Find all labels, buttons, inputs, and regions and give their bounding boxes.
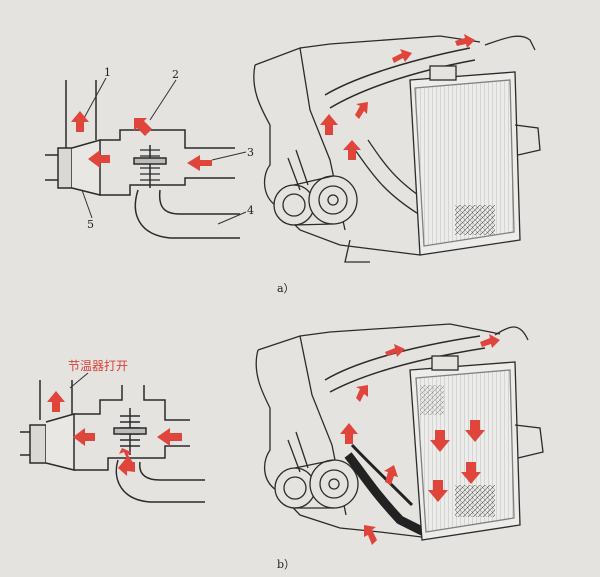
callout-2: 2 bbox=[172, 68, 179, 81]
callout-4: 4 bbox=[247, 204, 254, 217]
callout-3: 3 bbox=[247, 146, 254, 159]
flow-arrows-engine-a bbox=[320, 34, 475, 160]
engine-radiator-b bbox=[255, 323, 544, 541]
caption-b: b） bbox=[277, 558, 295, 571]
state-label-leader bbox=[69, 372, 89, 389]
flow-arrows-a bbox=[71, 111, 212, 171]
caption-a: a） bbox=[277, 282, 295, 295]
thermostat-schematic-a bbox=[45, 80, 240, 239]
callout-leaders-a bbox=[81, 77, 247, 225]
callout-1: 1 bbox=[104, 66, 111, 79]
thermostat-open-label: 节温器打开 bbox=[68, 359, 128, 373]
callout-5: 5 bbox=[87, 218, 94, 231]
flow-arrows-engine-b bbox=[340, 334, 500, 545]
flow-arrows-b bbox=[47, 391, 182, 476]
engine-radiator-a bbox=[253, 35, 541, 263]
